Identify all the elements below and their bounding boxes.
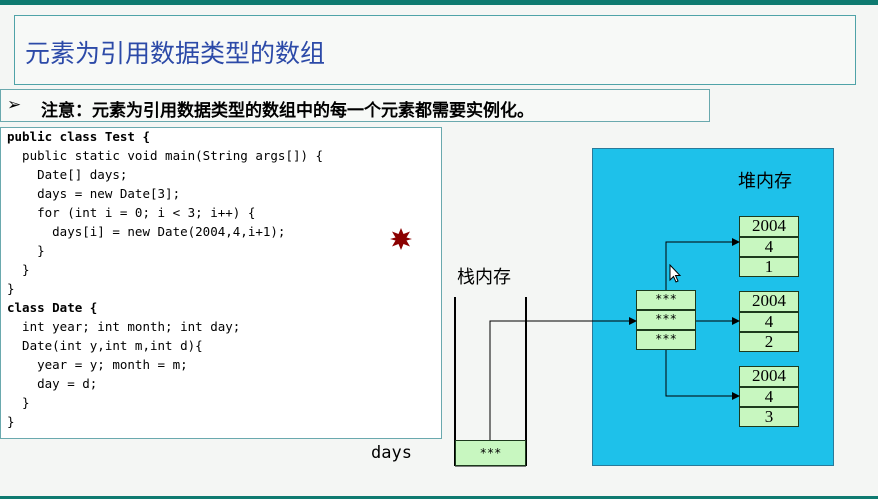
date-object-1-year: 2004 [739,216,799,237]
code-line: } [7,262,30,277]
code-line: public static void main(String args[]) { [7,148,324,163]
code-line: days = new Date[3]; [7,186,181,201]
heap-memory-label: 堆内存 [738,171,792,192]
note-box: ➢ 注意：元素为引用数据类型的数组中的每一个元素都需要实例化。 [0,89,710,122]
code-line: } [7,414,15,429]
array-cell-1: *** [636,310,696,330]
code-line: } [7,281,15,296]
date-object-1-day: 1 [739,257,799,277]
date-object-2-day: 2 [739,332,799,352]
code-line: year = y; month = m; [7,357,188,372]
code-line: } [7,395,30,410]
array-cell-2: *** [636,330,696,350]
code-line: Date(int y,int m,int d){ [7,338,203,353]
code-line: for (int i = 0; i < 3; i++) { [7,205,256,220]
date-object-3-month: 4 [739,387,799,407]
date-object-3-year: 2004 [739,366,799,387]
code-line: public class Test { [7,129,150,144]
code-line: int year; int month; int day; [7,319,241,334]
mouse-cursor-icon [669,264,682,283]
bullet-arrow-icon: ➢ [7,95,22,115]
date-object-1-month: 4 [739,237,799,257]
note-text: 注意：元素为引用数据类型的数组中的每一个元素都需要实例化。 [41,101,534,121]
date-object-2-month: 4 [739,312,799,332]
code-line: class Date { [7,300,98,315]
date-object-2-year: 2004 [739,291,799,312]
code-line: Date[] days; [7,167,128,182]
code-line: } [7,243,45,258]
top-accent-bar [0,0,878,5]
code-line: day = d; [7,376,98,391]
slide-title: 元素为引用数据类型的数组 [25,39,326,68]
star-burst-icon [390,228,412,250]
days-variable-label: days [371,443,412,463]
code-block: public class Test { public static void m… [0,127,442,439]
date-object-3-day: 3 [739,407,799,427]
bottom-accent-bar [0,496,878,499]
array-cell-0: *** [636,290,696,310]
stack-days-cell: *** [455,440,526,466]
code-line: days[i] = new Date(2004,4,i+1); [7,224,286,239]
stack-memory-label: 栈内存 [457,267,511,288]
slide-title-box: 元素为引用数据类型的数组 [14,15,856,85]
